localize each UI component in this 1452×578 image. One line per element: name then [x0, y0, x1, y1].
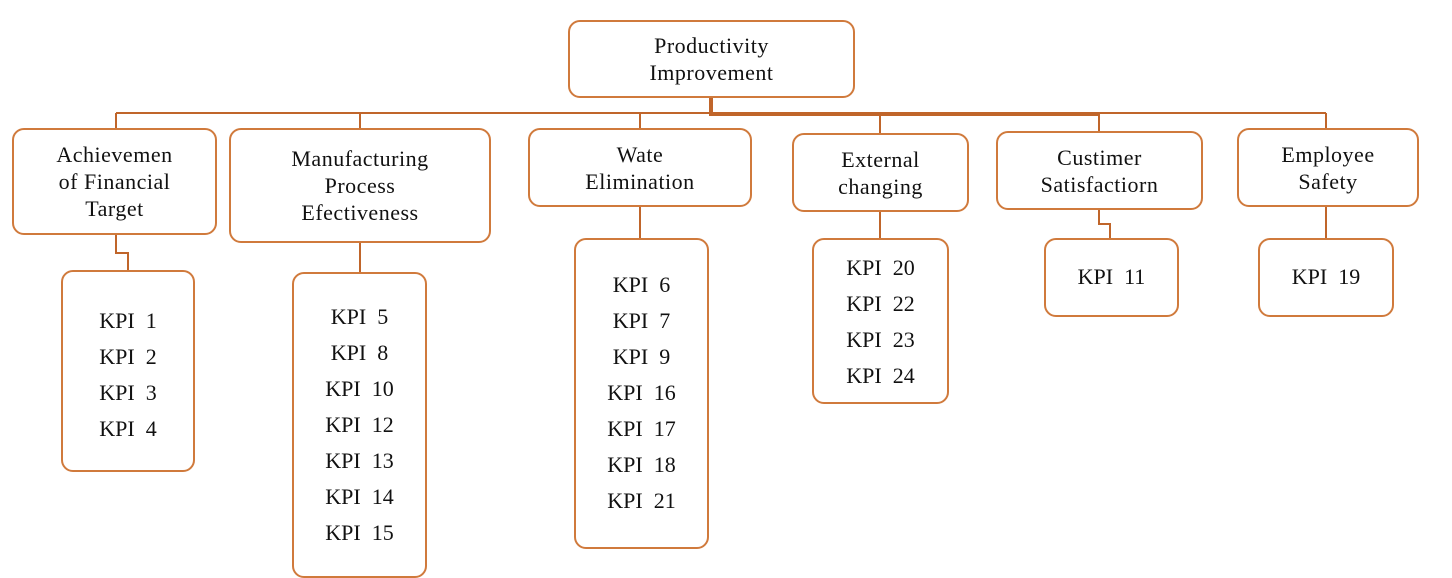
kpi-item: KPI 2 [99, 344, 157, 369]
category-customer-satisfaction: Custimer Satisfactiorn [996, 131, 1203, 210]
category-label: Employee Safety [1281, 141, 1375, 194]
kpi-item: KPI 1 [99, 308, 157, 333]
kpi-box-customer-satisfaction: KPI 11 [1044, 238, 1179, 317]
kpi-item: KPI 24 [846, 363, 915, 388]
kpi-item: KPI 8 [330, 340, 389, 365]
kpi-box-financial-target: KPI 1 KPI 2 KPI 3 KPI 4 [61, 270, 195, 472]
category-label: External changing [838, 146, 923, 199]
kpi-item: KPI 17 [607, 416, 676, 441]
kpi-box-waste-elimination: KPI 6 KPI 7 KPI 9 KPI 16 KPI 17 KPI 18 K… [574, 238, 709, 549]
category-waste-elimination: Wate Elimination [528, 128, 752, 207]
kpi-item: KPI 3 [99, 380, 157, 405]
category-manufacturing-process: Manufacturing Process Efectiveness [229, 128, 491, 243]
kpi-item: KPI 21 [607, 488, 676, 513]
kpi-box-external-changing: KPI 20 KPI 22 KPI 23 KPI 24 [812, 238, 949, 404]
root-node-productivity-improvement: Productivity Improvement [568, 20, 855, 98]
kpi-item: KPI 19 [1291, 264, 1361, 289]
kpi-item: KPI 14 [325, 484, 394, 509]
kpi-item: KPI 6 [612, 272, 671, 297]
category-label: Achievemen of Financial Target [56, 142, 173, 221]
category-label: Custimer Satisfactiorn [1040, 144, 1159, 197]
kpi-item: KPI 16 [607, 380, 676, 405]
kpi-item: KPI 5 [330, 304, 389, 329]
kpi-item: KPI 7 [612, 308, 671, 333]
category-financial-target: Achievemen of Financial Target [12, 128, 217, 235]
kpi-item: KPI 13 [325, 448, 394, 473]
kpi-box-employee-safety: KPI 19 [1258, 238, 1394, 317]
kpi-item: KPI 15 [325, 520, 394, 545]
kpi-item: KPI 23 [846, 327, 915, 352]
kpi-item: KPI 4 [99, 416, 157, 441]
kpi-item: KPI 20 [846, 255, 915, 280]
kpi-item: KPI 10 [325, 376, 394, 401]
category-external-changing: External changing [792, 133, 969, 212]
root-label: Productivity Improvement [649, 33, 774, 85]
kpi-item: KPI 11 [1077, 264, 1146, 289]
kpi-item: KPI 22 [846, 291, 915, 316]
kpi-item: KPI 9 [612, 344, 671, 369]
kpi-item: KPI 18 [607, 452, 676, 477]
kpi-item: KPI 12 [325, 412, 394, 437]
kpi-box-manufacturing-process: KPI 5 KPI 8 KPI 10 KPI 12 KPI 13 KPI 14 … [292, 272, 427, 578]
category-label: Manufacturing Process Efectiveness [291, 146, 429, 225]
category-employee-safety: Employee Safety [1237, 128, 1419, 207]
category-label: Wate Elimination [585, 141, 695, 194]
